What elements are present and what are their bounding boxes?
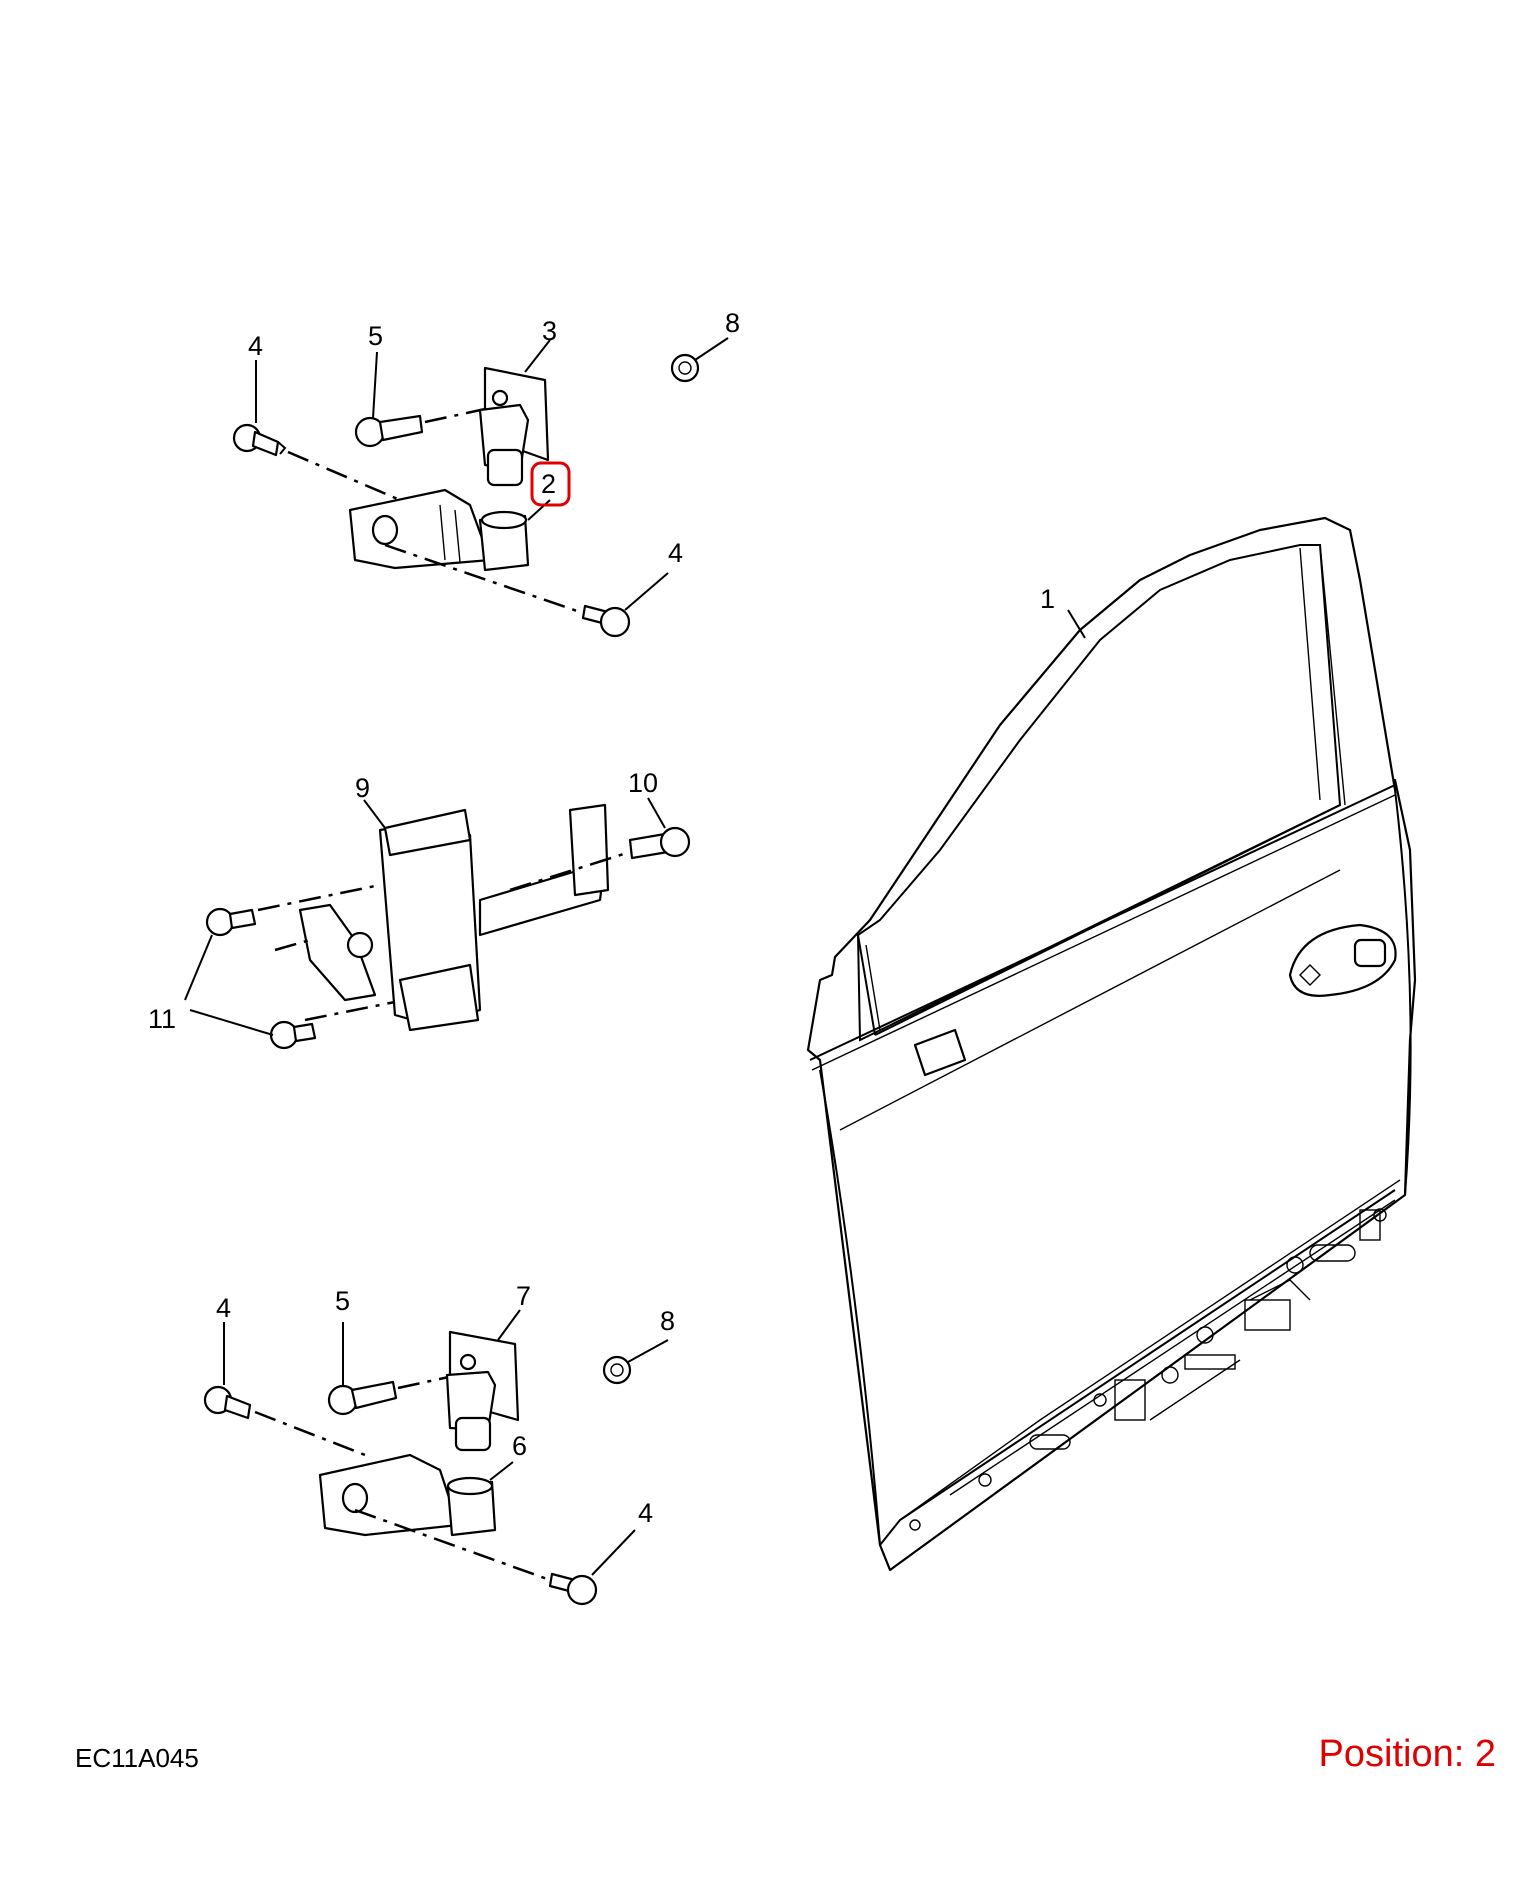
bolt-5-upper[interactable] bbox=[354, 414, 424, 448]
bolt-11-lower[interactable] bbox=[269, 1020, 317, 1050]
bolt-4-lower-left[interactable] bbox=[203, 1385, 252, 1420]
callout-2-highlight bbox=[530, 461, 571, 507]
bolt-5-lower[interactable] bbox=[327, 1380, 398, 1416]
callout-6[interactable]: 6 bbox=[512, 1431, 527, 1461]
callout-1[interactable]: 1 bbox=[1040, 584, 1055, 614]
callout-2[interactable]: 2 bbox=[541, 469, 556, 499]
bolt-10[interactable] bbox=[628, 826, 691, 860]
lower-hinge-door-side[interactable] bbox=[445, 1330, 520, 1452]
door-shell[interactable] bbox=[806, 516, 1417, 1572]
nut-8-lower[interactable] bbox=[602, 1355, 632, 1385]
callout-4-lower-left[interactable]: 4 bbox=[216, 1293, 231, 1323]
callout-11[interactable]: 11 bbox=[148, 1004, 176, 1034]
callout-8-upper[interactable]: 8 bbox=[725, 308, 740, 338]
diagram-reference-code: EC11A045 bbox=[75, 1743, 199, 1773]
callout-3[interactable]: 3 bbox=[542, 316, 557, 346]
callout-4-upper-left[interactable]: 4 bbox=[248, 331, 263, 361]
callout-10[interactable]: 10 bbox=[628, 768, 658, 798]
callout-4-lower-right[interactable]: 4 bbox=[638, 1498, 653, 1528]
door-check-strap[interactable] bbox=[298, 803, 610, 1032]
lower-hinge-body-side[interactable] bbox=[318, 1453, 497, 1537]
callout-4-upper-right[interactable]: 4 bbox=[668, 538, 683, 568]
upper-hinge-door-side[interactable] bbox=[478, 366, 550, 487]
bolt-11-upper[interactable] bbox=[205, 907, 257, 937]
callout-5-upper[interactable]: 5 bbox=[368, 321, 383, 351]
bolt-4-upper-left[interactable] bbox=[232, 423, 287, 457]
nut-8-upper[interactable] bbox=[670, 353, 700, 383]
leader-lines bbox=[184, 337, 1086, 1576]
callout-7[interactable]: 7 bbox=[516, 1281, 531, 1311]
callout-8-lower[interactable]: 8 bbox=[660, 1306, 675, 1336]
position-indicator: Position: 2 bbox=[1318, 1733, 1496, 1775]
callout-9[interactable]: 9 bbox=[355, 773, 370, 803]
bolt-4-upper-right[interactable] bbox=[581, 604, 631, 638]
bolt-4-lower-right[interactable] bbox=[548, 1572, 598, 1606]
callout-5-lower[interactable]: 5 bbox=[335, 1286, 350, 1316]
upper-hinge-body-side[interactable] bbox=[348, 488, 530, 572]
